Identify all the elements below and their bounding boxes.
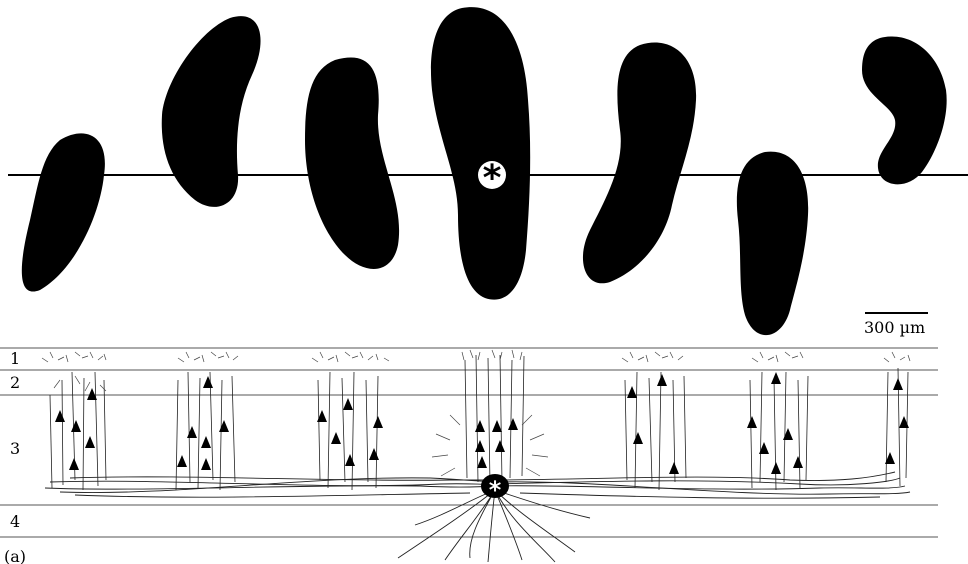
scale-bar: 300 µm	[864, 313, 928, 337]
pyramidal-neuron	[343, 398, 353, 410]
pyramidal-neuron	[55, 410, 65, 422]
pyramidal-neuron	[657, 374, 667, 386]
scale-bar-label: 300 µm	[864, 318, 925, 337]
pyramidal-neuron	[771, 372, 781, 384]
layer-label-1: 1	[10, 349, 20, 368]
asterisk-icon: *	[483, 158, 502, 199]
layer-label-4: 4	[10, 512, 20, 531]
pyramidal-neuron	[669, 462, 679, 474]
pyramidal-neuron	[187, 426, 197, 438]
layer-label-2: 2	[10, 373, 20, 392]
pyramidal-neuron	[633, 432, 643, 444]
pyramidal-neuron	[71, 420, 81, 432]
pyramidal-neuron	[477, 456, 487, 468]
layer-label-3: 3	[10, 439, 20, 458]
pyramidal-neuron	[492, 420, 502, 432]
pyramidal-neuron	[201, 458, 211, 470]
pyramidal-neuron	[369, 448, 379, 460]
pyramidal-neuron	[747, 416, 757, 428]
pyramidal-neuron	[627, 386, 637, 398]
pyramidal-neuron	[69, 458, 79, 470]
pyramidal-neuron	[331, 432, 341, 444]
pyramidal-neuron	[495, 440, 505, 452]
horizontal-axons	[45, 472, 910, 498]
pyramidal-neuron	[177, 455, 187, 467]
pyramidal-neuron	[893, 378, 903, 390]
patch-7	[862, 37, 947, 185]
asterisk-icon: *	[489, 476, 502, 504]
patch-3	[305, 57, 399, 268]
column-7	[884, 352, 910, 486]
patch-4	[431, 7, 530, 300]
panel-label: (a)	[4, 547, 26, 564]
neuron-columns	[42, 350, 910, 490]
patch-5	[583, 42, 696, 283]
patch-2	[162, 16, 261, 207]
pyramidal-neuron	[345, 454, 355, 466]
cross-section-panel: 1 2 3 4 (a)	[0, 348, 938, 564]
patches-panel: * 300 µm	[8, 7, 968, 337]
pyramidal-neuron	[475, 440, 485, 452]
pyramidal-neuron	[201, 436, 211, 448]
patch-6	[737, 152, 808, 336]
pyramidal-neuron	[219, 420, 229, 432]
pyramidal-neuron	[771, 462, 781, 474]
pyramidal-neuron	[475, 420, 485, 432]
pyramidal-neuron	[508, 418, 518, 430]
patch-1	[22, 133, 105, 291]
pyramidal-neuron	[203, 376, 213, 388]
pyramidal-neuron	[85, 436, 95, 448]
pyramidal-neurons	[55, 372, 909, 474]
pyramidal-neuron	[373, 416, 383, 428]
pyramidal-neuron	[793, 456, 803, 468]
